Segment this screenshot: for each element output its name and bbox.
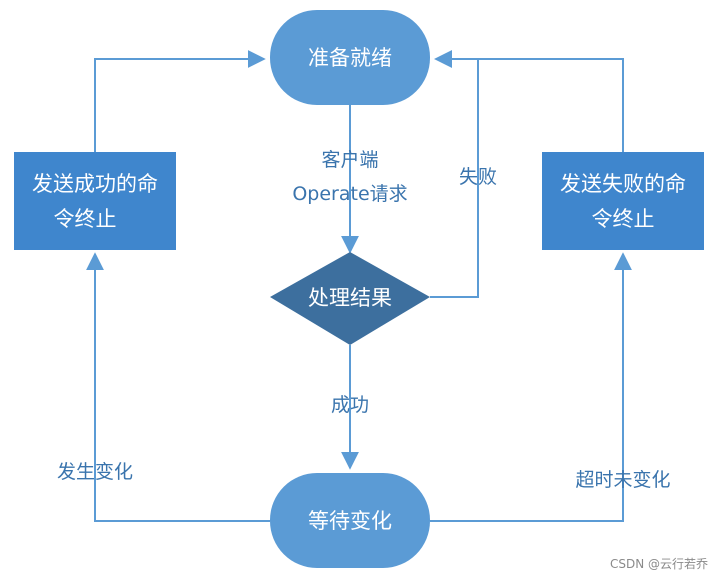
edge-label-operate-request: Operate请求 xyxy=(292,183,407,205)
node-success-command-line2: 令终止 xyxy=(54,207,117,231)
edge-label-timeout: 超时未变化 xyxy=(575,469,670,491)
edge-label-success: 成功 xyxy=(331,394,369,416)
node-process-result: 处理结果 xyxy=(270,252,430,345)
connectors xyxy=(86,50,632,522)
arrow-wait-to-success-cmd xyxy=(86,252,270,522)
node-success-command-line1: 发送成功的命 xyxy=(32,172,158,196)
watermark: CSDN @云行若乔 xyxy=(610,557,708,571)
node-process-result-label: 处理结果 xyxy=(308,286,392,310)
edge-label-client: 客户端 xyxy=(321,149,378,171)
arrow-fail-cmd-to-ready xyxy=(434,50,624,152)
node-wait-label: 等待变化 xyxy=(308,509,392,533)
node-fail-command-line2: 令终止 xyxy=(592,207,655,231)
node-ready: 准备就绪 xyxy=(270,10,430,105)
edge-label-changed: 发生变化 xyxy=(57,461,133,483)
edge-label-failure: 失败 xyxy=(459,166,497,188)
node-fail-command-line1: 发送失败的命 xyxy=(560,172,686,196)
arrow-success-cmd-to-ready xyxy=(94,50,266,152)
arrow-wait-to-fail-cmd xyxy=(430,252,632,522)
node-success-command: 发送成功的命 令终止 xyxy=(14,152,176,250)
node-fail-command: 发送失败的命 令终止 xyxy=(542,152,704,250)
node-ready-label: 准备就绪 xyxy=(308,46,392,70)
node-wait: 等待变化 xyxy=(270,473,430,568)
